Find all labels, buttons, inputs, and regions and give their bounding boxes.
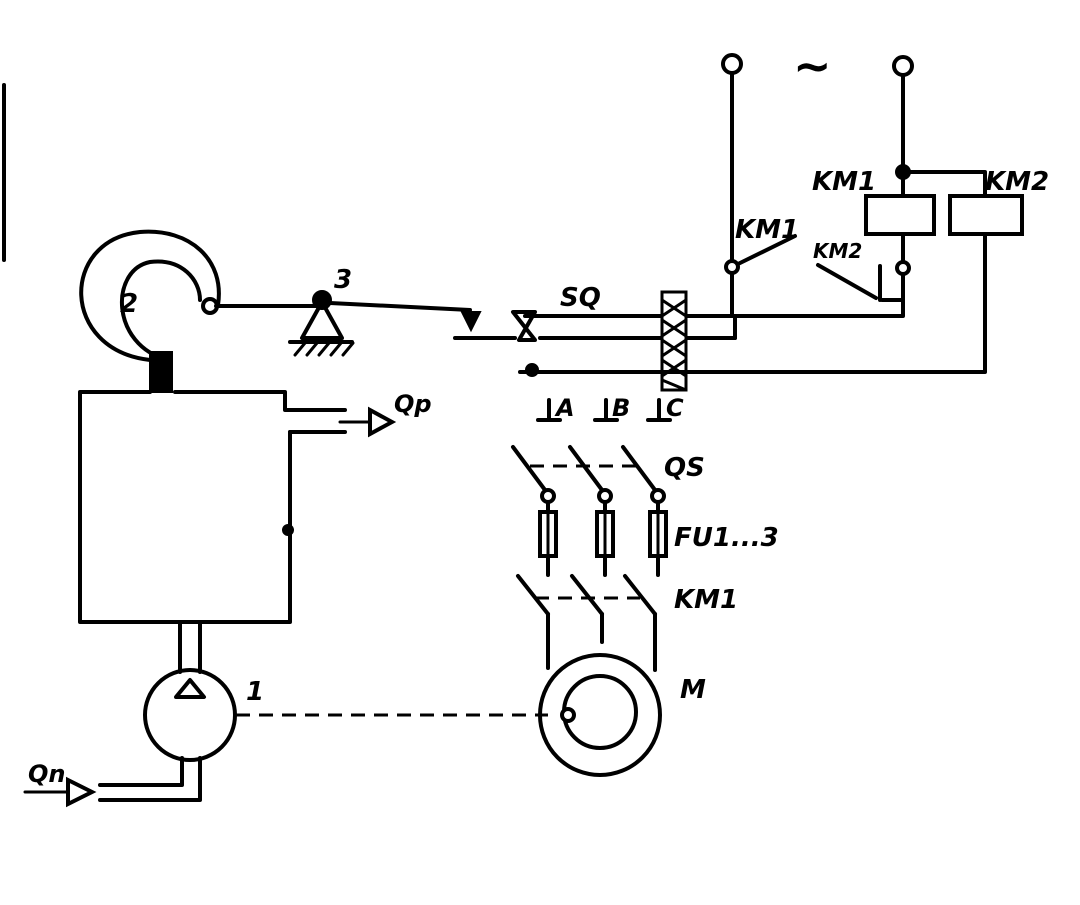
fuses-fu1-3 — [538, 500, 668, 577]
label-fuses: FU1...3 — [674, 523, 779, 553]
label-lever: 3 — [334, 265, 352, 295]
label-contact-km1: KM1 — [735, 215, 799, 245]
contact-km1 — [724, 234, 797, 275]
flow-in-arrow — [23, 776, 97, 808]
phase-lines — [536, 398, 672, 422]
label-pump: 1 — [246, 677, 264, 707]
limit-switch-sq — [453, 310, 737, 342]
label-limit-switch: SQ — [560, 283, 601, 313]
label-coil-km1: KM1 — [812, 167, 876, 197]
coil-circuit — [518, 164, 1024, 377]
label-coil-km2: KM2 — [985, 167, 1049, 197]
pressure-element-2 — [79, 229, 221, 393]
label-motor: M — [680, 675, 706, 705]
lever-3 — [214, 290, 482, 357]
supply-terminals — [721, 53, 914, 318]
label-contactor: KM1 — [674, 585, 738, 615]
label-pressure-element: 2 — [120, 289, 138, 319]
supply-symbol: ~ — [793, 39, 832, 93]
label-phase-b: B — [612, 394, 630, 422]
flow-out-arrow — [338, 406, 397, 438]
label-flow-out: Qp — [394, 390, 432, 418]
contactor-km1-main — [516, 574, 657, 672]
label-phase-c: C — [666, 394, 684, 422]
tank — [78, 390, 347, 624]
terminal-block — [660, 290, 688, 392]
label-switch-qs: QS — [664, 453, 705, 483]
switch-qs — [511, 445, 666, 504]
motor-m — [538, 653, 662, 777]
label-contact-km2: KM2 — [813, 239, 862, 263]
pump-1 — [98, 620, 237, 802]
label-flow-in: Qn — [28, 760, 66, 788]
label-phase-a: A — [554, 394, 575, 422]
